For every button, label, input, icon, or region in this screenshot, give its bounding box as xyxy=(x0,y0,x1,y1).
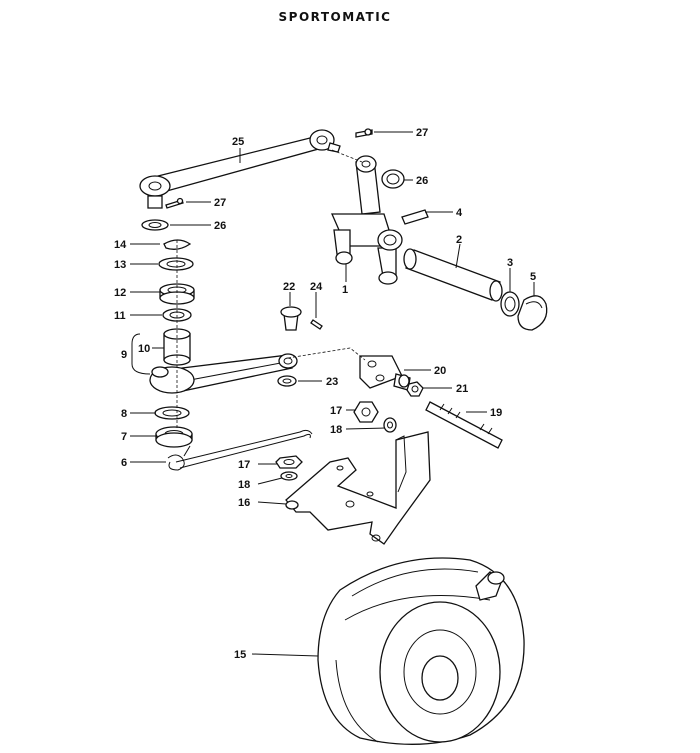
callout-25: 25 xyxy=(232,136,244,148)
callout-18-upper: 18 xyxy=(330,424,342,436)
callout-2: 2 xyxy=(456,234,462,246)
callout-27-upper: 27 xyxy=(416,127,428,139)
callout-26-upper: 26 xyxy=(416,175,428,187)
part-26-washer-upper xyxy=(381,169,405,189)
part-3-ring xyxy=(500,291,520,317)
leader-lines xyxy=(130,131,535,657)
callout-22: 22 xyxy=(283,281,295,293)
part-17-nut-upper xyxy=(353,401,379,423)
callout-17-lower: 17 xyxy=(238,459,250,471)
callout-18-lower: 18 xyxy=(238,479,250,491)
callout-labels: 25 27 26 27 4 26 2 14 3 13 5 22 24 1 12 … xyxy=(114,127,536,661)
part-23-washer xyxy=(277,375,297,387)
callout-16: 16 xyxy=(238,497,250,509)
callout-21: 21 xyxy=(456,383,468,395)
callout-1: 1 xyxy=(342,284,348,296)
part-19-threaded-rod xyxy=(425,401,503,449)
callout-26-lower: 26 xyxy=(214,220,226,232)
part-20-clevis xyxy=(359,355,411,391)
callout-13: 13 xyxy=(114,259,126,271)
callout-23: 23 xyxy=(326,376,338,388)
callout-6: 6 xyxy=(121,457,127,469)
part-15-drum-housing xyxy=(317,557,525,745)
part-13-washer xyxy=(158,257,194,271)
part-6-spring xyxy=(167,429,313,471)
part-4-pin xyxy=(401,209,429,225)
part-26-washer-lower xyxy=(141,219,169,231)
callout-11: 11 xyxy=(114,310,126,322)
part-14-circlip xyxy=(163,239,192,250)
callout-4: 4 xyxy=(456,207,463,219)
callout-3: 3 xyxy=(507,257,513,269)
callout-14: 14 xyxy=(114,239,127,251)
assembly-lines xyxy=(176,149,366,430)
callout-7: 7 xyxy=(121,431,127,443)
callout-27-lower: 27 xyxy=(214,197,226,209)
callout-20: 20 xyxy=(434,365,446,377)
callout-5: 5 xyxy=(530,271,536,283)
part-18-washer-lower xyxy=(280,471,298,481)
part-9-lever-arm xyxy=(149,353,298,394)
diagram-title: SPORTOMATIC xyxy=(278,10,392,24)
part-22-clevis-pin xyxy=(280,306,302,331)
part-25-linkage-rod xyxy=(139,129,341,209)
part-21-nut xyxy=(406,381,424,397)
part-8-washer xyxy=(154,406,190,420)
part-5-cap xyxy=(517,295,548,331)
callout-8: 8 xyxy=(121,408,127,420)
part-1-bell-crank xyxy=(331,155,403,285)
callout-24: 24 xyxy=(310,281,323,293)
part-17-nut-lower xyxy=(275,455,303,469)
part-27-cotter-pin-upper xyxy=(355,128,373,138)
part-18-washer-upper xyxy=(383,417,397,433)
part-2-shaft xyxy=(403,248,503,302)
part-7-bearing xyxy=(155,426,193,448)
callout-10: 10 xyxy=(138,343,150,355)
part-16-bracket xyxy=(285,431,431,545)
callout-19: 19 xyxy=(490,407,502,419)
callout-15: 15 xyxy=(234,649,246,661)
part-24-cotter-pin xyxy=(310,319,323,330)
callout-12: 12 xyxy=(114,287,126,299)
callout-17-upper: 17 xyxy=(330,405,342,417)
part-27-cotter-pin-lower xyxy=(165,197,184,209)
callout-9: 9 xyxy=(121,349,127,361)
